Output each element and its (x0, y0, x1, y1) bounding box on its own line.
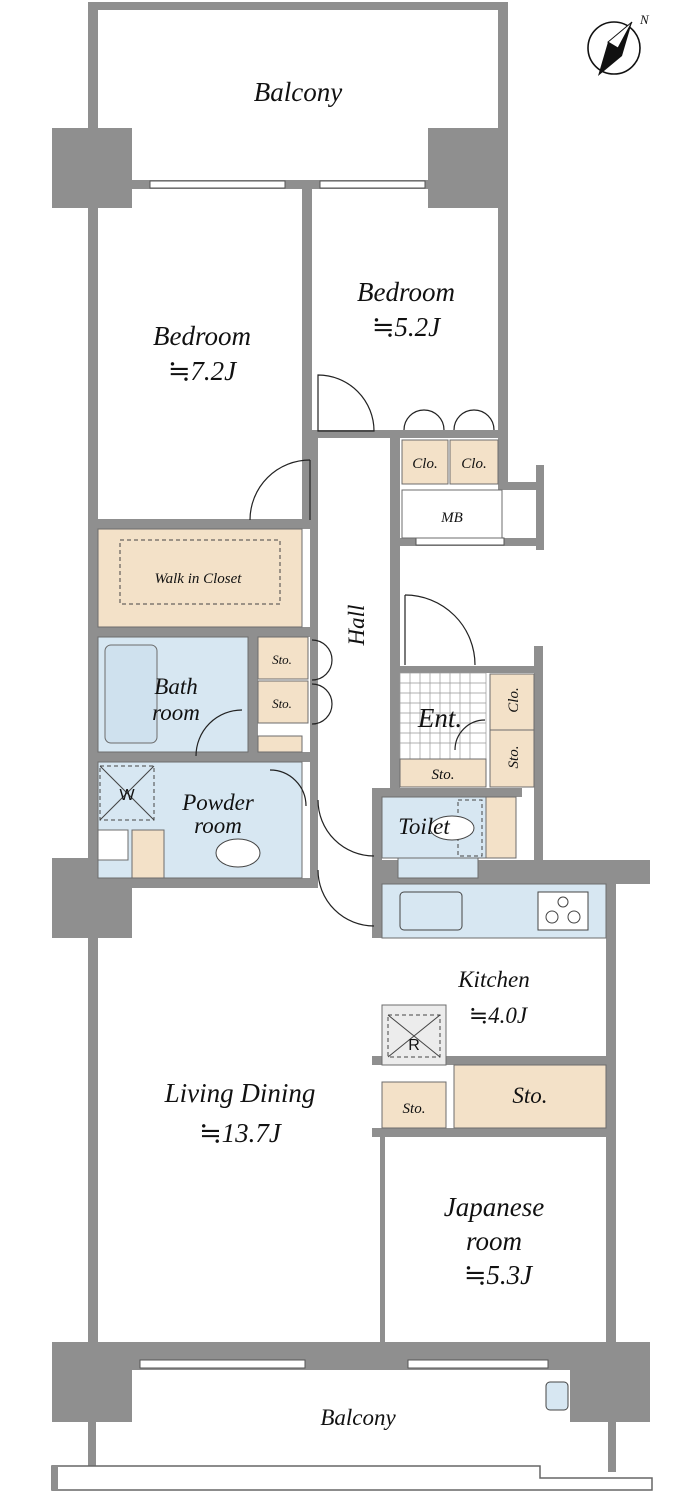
fridge-label: R (408, 1037, 420, 1054)
kitchen-name: Kitchen (457, 967, 530, 992)
sto-small-box (381, 1081, 447, 1129)
bathtub (104, 644, 158, 744)
basin (215, 838, 261, 868)
kitchen-size: ≒4.0J (469, 1003, 529, 1028)
sto-2-box (257, 680, 309, 724)
clo-ent-box (489, 673, 535, 731)
windows (139, 180, 549, 1369)
walk-in-closet-area (97, 528, 303, 628)
sto-ent-h-box (399, 758, 487, 788)
bedroom-right-size: ≒5.2J (372, 312, 442, 342)
bath-label-line1: Bath (154, 674, 197, 699)
storage-ent-v-label: Sto. (506, 746, 522, 769)
storage-small-label: Sto. (403, 1101, 426, 1117)
sto-1-box (257, 636, 309, 680)
clo-1-box (401, 439, 449, 485)
pier-bottom-left (52, 1342, 132, 1422)
washer-label: W (119, 787, 135, 804)
storage-ent-h-label: Sto. (432, 767, 455, 783)
entrance-tiles (399, 672, 487, 760)
bedroom-right-name: Bedroom (357, 277, 455, 307)
japanese-room-line2: room (466, 1226, 522, 1256)
entrance-label: Ent. (417, 703, 462, 733)
japanese-room-line1: Japanese (444, 1192, 544, 1222)
pier-top-left (52, 128, 132, 208)
balcony-top-label: Balcony (254, 77, 342, 107)
walls (51, 2, 653, 1491)
north-compass: N (587, 12, 650, 76)
storage-2-label: Sto. (272, 696, 292, 711)
storage-1-label: Sto. (272, 652, 292, 667)
toilet-label: Toilet (398, 814, 450, 839)
storage-large-label: Sto. (512, 1083, 547, 1108)
balcony-bottom-label: Balcony (320, 1405, 396, 1430)
doors (195, 374, 495, 927)
japanese-room-size: ≒5.3J (464, 1260, 534, 1290)
closet-2-label: Clo. (461, 456, 486, 472)
powder-label-line2: room (194, 813, 242, 838)
bedroom-left-name: Bedroom (153, 321, 251, 351)
living-dining-name: Living Dining (164, 1078, 316, 1108)
sto-large-box (453, 1064, 607, 1129)
mb-label: MB (440, 510, 463, 526)
pier-bottom-right (570, 1342, 650, 1422)
clo-2-box (449, 439, 499, 485)
pier-top-right (428, 128, 508, 208)
walk-in-closet-label: Walk in Closet (155, 571, 243, 587)
living-dining-size: ≒13.7J (199, 1118, 283, 1148)
bedroom-left-size: ≒7.2J (168, 356, 238, 386)
stove (537, 891, 589, 931)
outdoor-faucet (545, 1381, 569, 1411)
closet-ent-label: Clo. (506, 687, 522, 712)
toilet-bowl (429, 815, 475, 841)
compass-north-label: N (639, 12, 650, 27)
closet-1-label: Clo. (412, 456, 437, 472)
hall-label: Hall (344, 605, 369, 647)
sto-ent-v-box (489, 729, 535, 788)
powder-label-line1: Powder (181, 790, 255, 815)
bath-label-line2: room (152, 700, 200, 725)
sink (399, 891, 463, 931)
